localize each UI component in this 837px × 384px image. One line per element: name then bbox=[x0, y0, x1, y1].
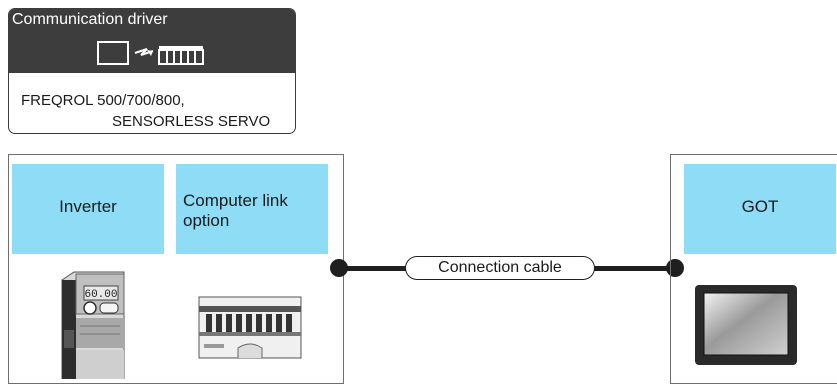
driver-header: Communication driver bbox=[9, 9, 295, 73]
driver-name-line2: SENSORLESS SERVO bbox=[112, 113, 271, 130]
inverter-icon: 60.00 bbox=[61, 271, 125, 379]
inverter-box: Inverter bbox=[12, 164, 164, 254]
communication-driver-box: Communication driver FREQROL 500/700/800… bbox=[8, 8, 296, 134]
inverter-display: 60.00 bbox=[84, 289, 117, 301]
connection-endpoint-left bbox=[330, 259, 348, 277]
got-label: GOT bbox=[741, 197, 779, 216]
inverter-label: Inverter bbox=[59, 197, 117, 216]
computer-link-option-label: Computer link option bbox=[183, 191, 288, 231]
driver-title: Communication driver bbox=[12, 11, 168, 28]
terminal-block-icon bbox=[198, 296, 302, 359]
got-box: GOT bbox=[684, 164, 836, 254]
communication-driver-icon bbox=[97, 41, 204, 65]
option-label-line1: Computer link bbox=[183, 191, 288, 210]
computer-link-option-box: Computer link option bbox=[176, 164, 328, 254]
connection-cable-label: Connection cable bbox=[405, 256, 595, 280]
got-touch-panel-icon bbox=[695, 285, 797, 365]
driver-name-line1: FREQROL 500/700/800, bbox=[21, 92, 185, 109]
option-label-line2: option bbox=[183, 211, 230, 230]
